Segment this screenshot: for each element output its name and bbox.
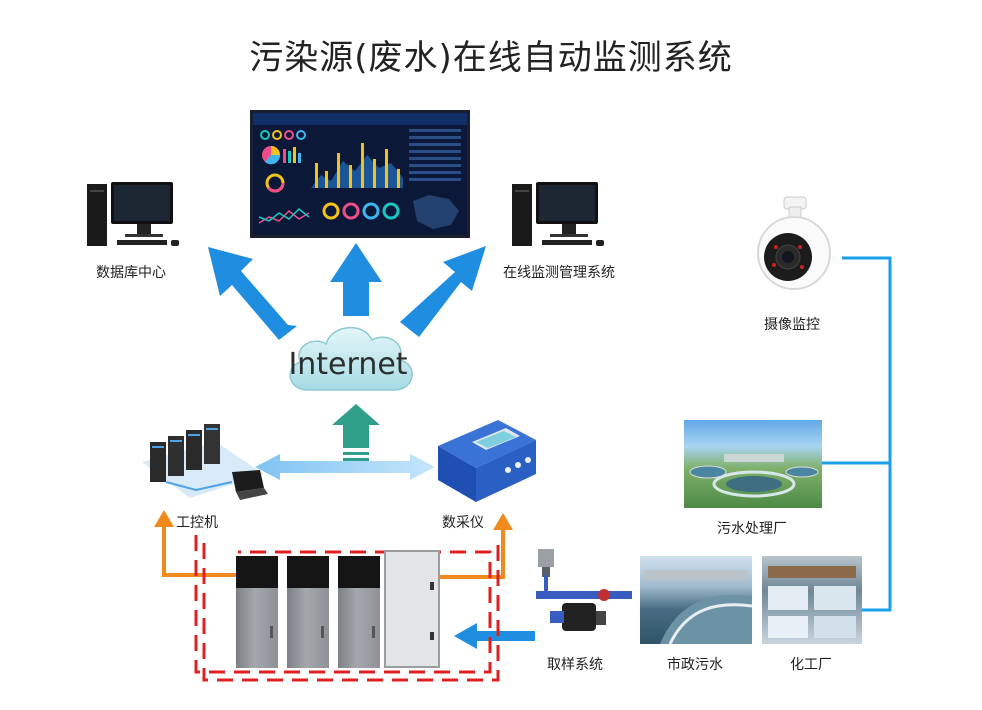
internet-label: Internet bbox=[288, 347, 407, 382]
database-center-label: 数据库中心 bbox=[96, 265, 166, 281]
chemical-plant-photo bbox=[762, 556, 862, 644]
instrument-cabinet-2 bbox=[287, 556, 329, 668]
sampling-system-icon bbox=[536, 549, 632, 631]
municipal-sewage-label: 市政污水 bbox=[667, 657, 723, 673]
industrial-pc-label: 工控机 bbox=[176, 515, 218, 531]
sampling-arrow bbox=[475, 631, 535, 641]
arrow-to-cloud bbox=[332, 404, 380, 448]
orange-to-collector bbox=[440, 528, 505, 579]
online-management-computer bbox=[512, 182, 604, 246]
orange-to-pc bbox=[162, 525, 240, 577]
monitoring-dashboard-screen bbox=[250, 110, 470, 238]
instrument-cabinet-3 bbox=[338, 556, 380, 668]
data-collector-icon bbox=[438, 420, 536, 502]
camera-icon bbox=[757, 196, 831, 290]
industrial-pc-icon bbox=[142, 424, 268, 500]
double-arrow-pc-collector bbox=[255, 454, 435, 480]
arrow-to-database bbox=[208, 247, 297, 340]
sampling-system-label: 取样系统 bbox=[547, 657, 603, 673]
instrument-cabinet-1 bbox=[236, 556, 278, 668]
page-title: 污染源(废水)在线自动监测系统 bbox=[249, 38, 733, 78]
arrow-to-dashboard bbox=[330, 243, 382, 316]
control-cabinet bbox=[384, 550, 440, 668]
camera-line bbox=[842, 256, 892, 612]
internet-cloud-icon bbox=[289, 326, 413, 391]
wastewater-plant-photo bbox=[684, 420, 822, 508]
wastewater-plant-label: 污水处理厂 bbox=[717, 521, 787, 537]
municipal-sewage-photo bbox=[640, 556, 752, 644]
internet-label-layer: Internet bbox=[288, 347, 407, 382]
data-collector-label: 数采仪 bbox=[442, 515, 484, 531]
online-management-label: 在线监测管理系统 bbox=[503, 265, 615, 281]
arrow-to-management bbox=[400, 246, 486, 337]
database-center-computer bbox=[87, 182, 179, 246]
chemical-plant-label: 化工厂 bbox=[790, 657, 832, 673]
camera-label: 摄像监控 bbox=[764, 317, 820, 333]
